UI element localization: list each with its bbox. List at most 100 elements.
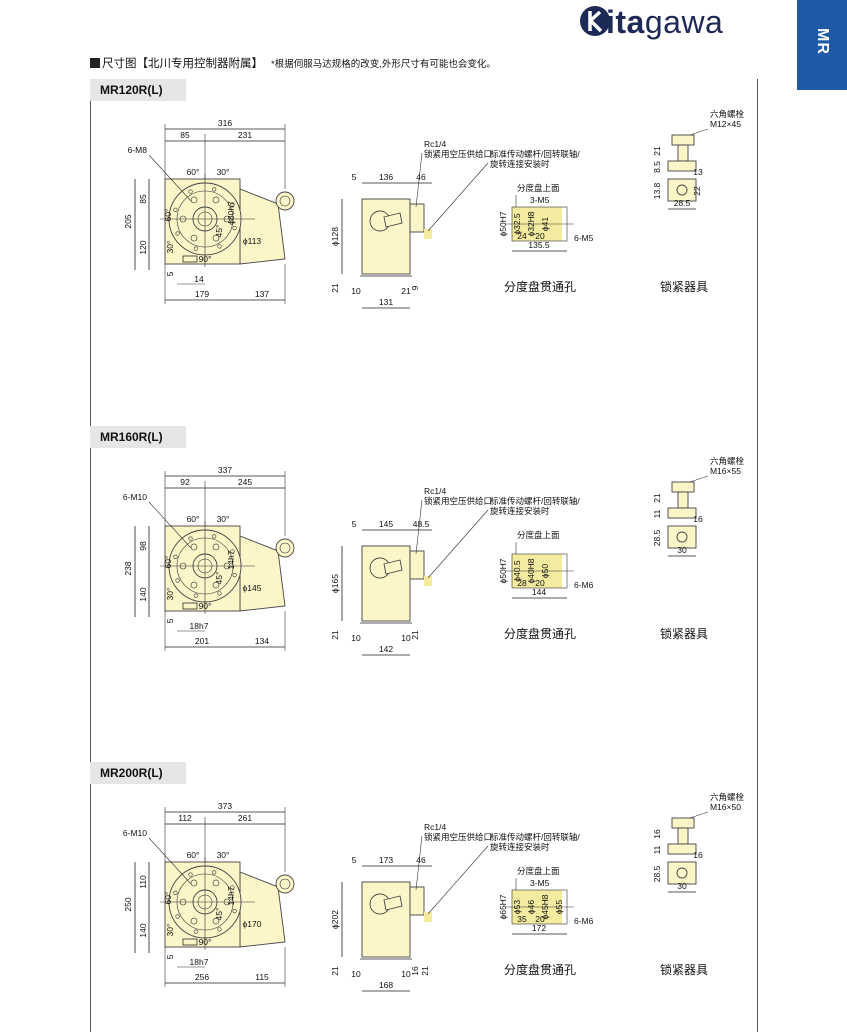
port-label: 锁紧用空压供给口	[424, 496, 492, 506]
tapped-hole	[190, 879, 198, 887]
dim-slot: 18h7	[190, 621, 209, 631]
dim-angle-d: 30°	[165, 241, 175, 254]
side-body	[361, 198, 411, 275]
coupling-note-2: 旋转连接安装时	[490, 506, 550, 516]
side-motor-flange	[409, 550, 425, 580]
coupling-highlight	[424, 229, 432, 239]
tapped-hole	[190, 543, 198, 551]
t-slot-mark	[230, 202, 235, 207]
clamp-dim-extra: 28.5	[652, 529, 662, 546]
section-tab-mr[interactable]: MR	[797, 0, 847, 90]
clamp-bolt-spec: M16×50	[710, 802, 741, 812]
dim-left-width: 112	[178, 813, 192, 823]
clamp-knob-inner	[279, 195, 291, 207]
clamp-plate	[667, 160, 697, 172]
clamp-knob-inner	[279, 878, 291, 890]
dim-angle-d: 30°	[165, 924, 175, 937]
dim-bottom-right: 137	[255, 289, 269, 299]
t-slot-mark	[212, 870, 217, 875]
dim-left-width: 92	[180, 477, 190, 487]
caption-clamp: 锁紧器具	[660, 279, 708, 294]
tapped-hole	[212, 234, 220, 242]
clamp-dim-c: 13	[693, 167, 703, 177]
dim-angle-d: 30°	[165, 588, 175, 601]
side-body	[361, 545, 411, 622]
key-slot	[182, 938, 198, 946]
through-top-face: 分度盘上面	[517, 866, 560, 876]
leader-line	[148, 837, 192, 885]
dim-right-width: 231	[238, 130, 252, 140]
t-slot-mark	[193, 246, 198, 251]
tapped-hole	[212, 581, 220, 589]
kitagawa-logo	[578, 2, 768, 40]
model-label-mr160: MR160R(L)	[90, 426, 186, 448]
dim-angle-f: 45°	[214, 225, 224, 238]
clamp-hole	[676, 184, 688, 196]
leader-line	[148, 501, 192, 549]
dim-overall-height: 250	[123, 897, 133, 911]
dim-side-foot-left: 10	[351, 633, 361, 643]
through-depth: 20	[535, 914, 545, 924]
dim-overall-width: 316	[218, 118, 232, 128]
dim-slot: 14	[194, 274, 204, 284]
leader-coupling	[427, 845, 489, 915]
dim-side-diameter: ϕ202	[330, 910, 340, 929]
through-diameter: ϕ55	[554, 900, 564, 914]
dim-key-width: ϕ80h7	[226, 201, 236, 225]
through-diameter: ϕ32H8	[526, 211, 536, 236]
leader-line	[148, 154, 192, 202]
dim-side-extra: 16	[410, 966, 420, 976]
coupling-note-2: 旋转连接安装时	[490, 842, 550, 852]
leader-port	[415, 835, 423, 891]
through-diameter: ϕ50	[540, 564, 550, 578]
tapped-hole	[212, 196, 220, 204]
dim-side-offset: 5	[352, 172, 357, 182]
leader-port	[415, 152, 423, 208]
dim-side-ext: 46	[416, 172, 426, 182]
dim-side-width: 145	[379, 519, 393, 529]
dim-lower-height: 120	[138, 240, 148, 254]
tapped-hole	[212, 917, 220, 925]
dim-angle-b: 30°	[217, 514, 230, 524]
clamp-bolt-label: 六角螺栓	[710, 792, 745, 802]
dim-left-width: 85	[180, 130, 190, 140]
dim-angle-c: 60°	[163, 556, 173, 569]
dim-side-bottom: 142	[379, 644, 393, 654]
t-slot-mark	[173, 207, 178, 212]
through-diameter: ϕ45H8	[540, 894, 550, 919]
t-slot-mark	[217, 244, 222, 249]
model-label-mr200: MR200R(L)	[90, 762, 186, 784]
dim-diameter: ϕ145	[243, 583, 262, 593]
dim-angle-e: 90°	[199, 937, 212, 947]
through-diameter: ϕ50H7	[498, 558, 508, 583]
through-diameter: ϕ41	[540, 217, 550, 231]
through-tap-bottom: 6-M5	[574, 233, 594, 243]
dim-side-extra: 9	[410, 285, 420, 290]
dim-key-width: 14h7	[226, 886, 236, 905]
page-title: 尺寸图【北川专用控制器附属】*根据伺服马达规格的改变,外形尺寸有可能也会变化。	[90, 55, 496, 71]
through-diameter: ϕ46	[526, 900, 536, 914]
dim-side-foot-left: 10	[351, 286, 361, 296]
caption-through-hole: 分度盘贯通孔	[504, 962, 576, 977]
square-bullet-icon	[90, 58, 100, 68]
dim-offset: 5	[165, 954, 175, 959]
dim-angle-b: 30°	[217, 167, 230, 177]
dim-angle-c: 60°	[163, 892, 173, 905]
t-slot-mark	[232, 909, 237, 914]
t-slot-mark	[188, 536, 193, 541]
clamp-knob	[275, 191, 295, 211]
clamp-dim-b: 8.5	[652, 161, 662, 173]
clamp-width: 28.5	[674, 198, 691, 208]
through-diameter: ϕ40H8	[526, 558, 536, 583]
t-slot-mark	[175, 578, 180, 583]
t-slot-mark	[212, 187, 217, 192]
dim-offset: 5	[165, 271, 175, 276]
dim-bottom-left: 256	[195, 972, 209, 982]
t-slot-mark	[173, 554, 178, 559]
dim-side-ext: 48.5	[413, 519, 430, 529]
dim-angle-e: 90°	[199, 601, 212, 611]
dim-angle-e: 90°	[199, 254, 212, 264]
dim-angle-f: 45°	[214, 908, 224, 921]
side-motor-flange	[409, 203, 425, 233]
coupling-note-1: 标准传动螺杆/回转联轴/	[490, 149, 580, 159]
